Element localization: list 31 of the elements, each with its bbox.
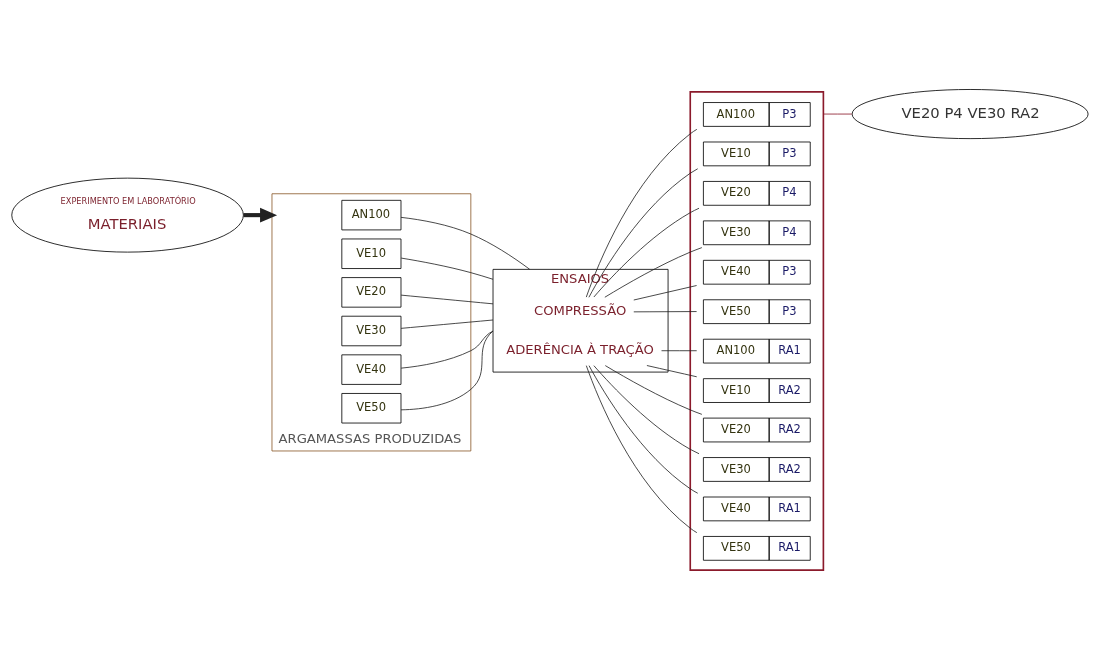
node-box: VE40: [341, 353, 402, 385]
connector: [400, 319, 494, 329]
node-box: AN100: [341, 199, 402, 230]
connector: [588, 167, 699, 298]
connector: [604, 364, 703, 415]
connector: [400, 294, 494, 304]
connector: [593, 207, 700, 297]
connector: [633, 284, 697, 300]
node-ellipse: VE20 P4 VE30 RA2: [851, 88, 1089, 139]
connector: [822, 113, 853, 114]
node-text: COMPRESSÃO: [534, 302, 627, 318]
connector: [604, 246, 703, 298]
connector: [400, 216, 531, 270]
node-box: VE10: [341, 238, 402, 269]
connector: [585, 128, 698, 298]
cluster: [689, 90, 825, 571]
connector: [400, 330, 494, 410]
connector: [633, 310, 697, 312]
connector: [661, 349, 698, 351]
connector: [646, 364, 698, 377]
connector: [588, 364, 699, 494]
connector: [593, 364, 700, 454]
node-box: VE30: [341, 315, 402, 346]
connector: [400, 330, 494, 369]
connector: [585, 364, 698, 533]
arrow: [243, 207, 278, 223]
connector: [400, 257, 494, 280]
node-text: ADERÊNCIA À TRAÇÃO: [506, 341, 654, 357]
node-box: VE50: [341, 392, 402, 423]
node-box: VE20: [341, 276, 402, 308]
node-ellipse: EXPERIMENTO EM LABORATÓRIO MATERIAIS: [11, 177, 244, 253]
